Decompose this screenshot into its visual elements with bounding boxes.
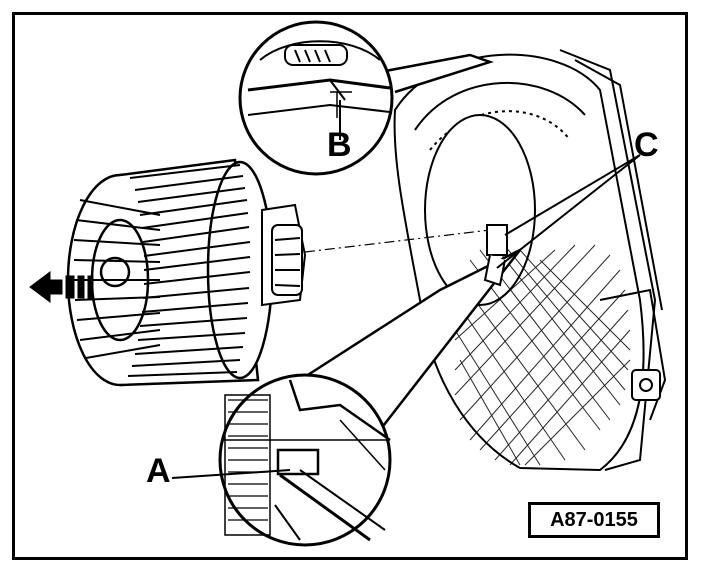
blower-housing: [393, 49, 667, 472]
detail-callout-b: [238, 20, 494, 176]
label-c: C: [634, 126, 659, 164]
reference-code-box: A87-0155: [528, 502, 660, 538]
axis-line: [304, 229, 491, 253]
housing-hatching: [454, 239, 631, 466]
detail-callout-a: [218, 248, 521, 547]
removal-arrow: [29, 271, 94, 303]
label-a: A: [146, 452, 171, 490]
leader-lines: [171, 100, 641, 479]
fan-blades: [73, 164, 251, 377]
retaining-clip-c: [483, 224, 508, 287]
reference-code: A87-0155: [550, 508, 638, 531]
fan-motor: [261, 203, 307, 307]
label-b: B: [327, 126, 352, 164]
